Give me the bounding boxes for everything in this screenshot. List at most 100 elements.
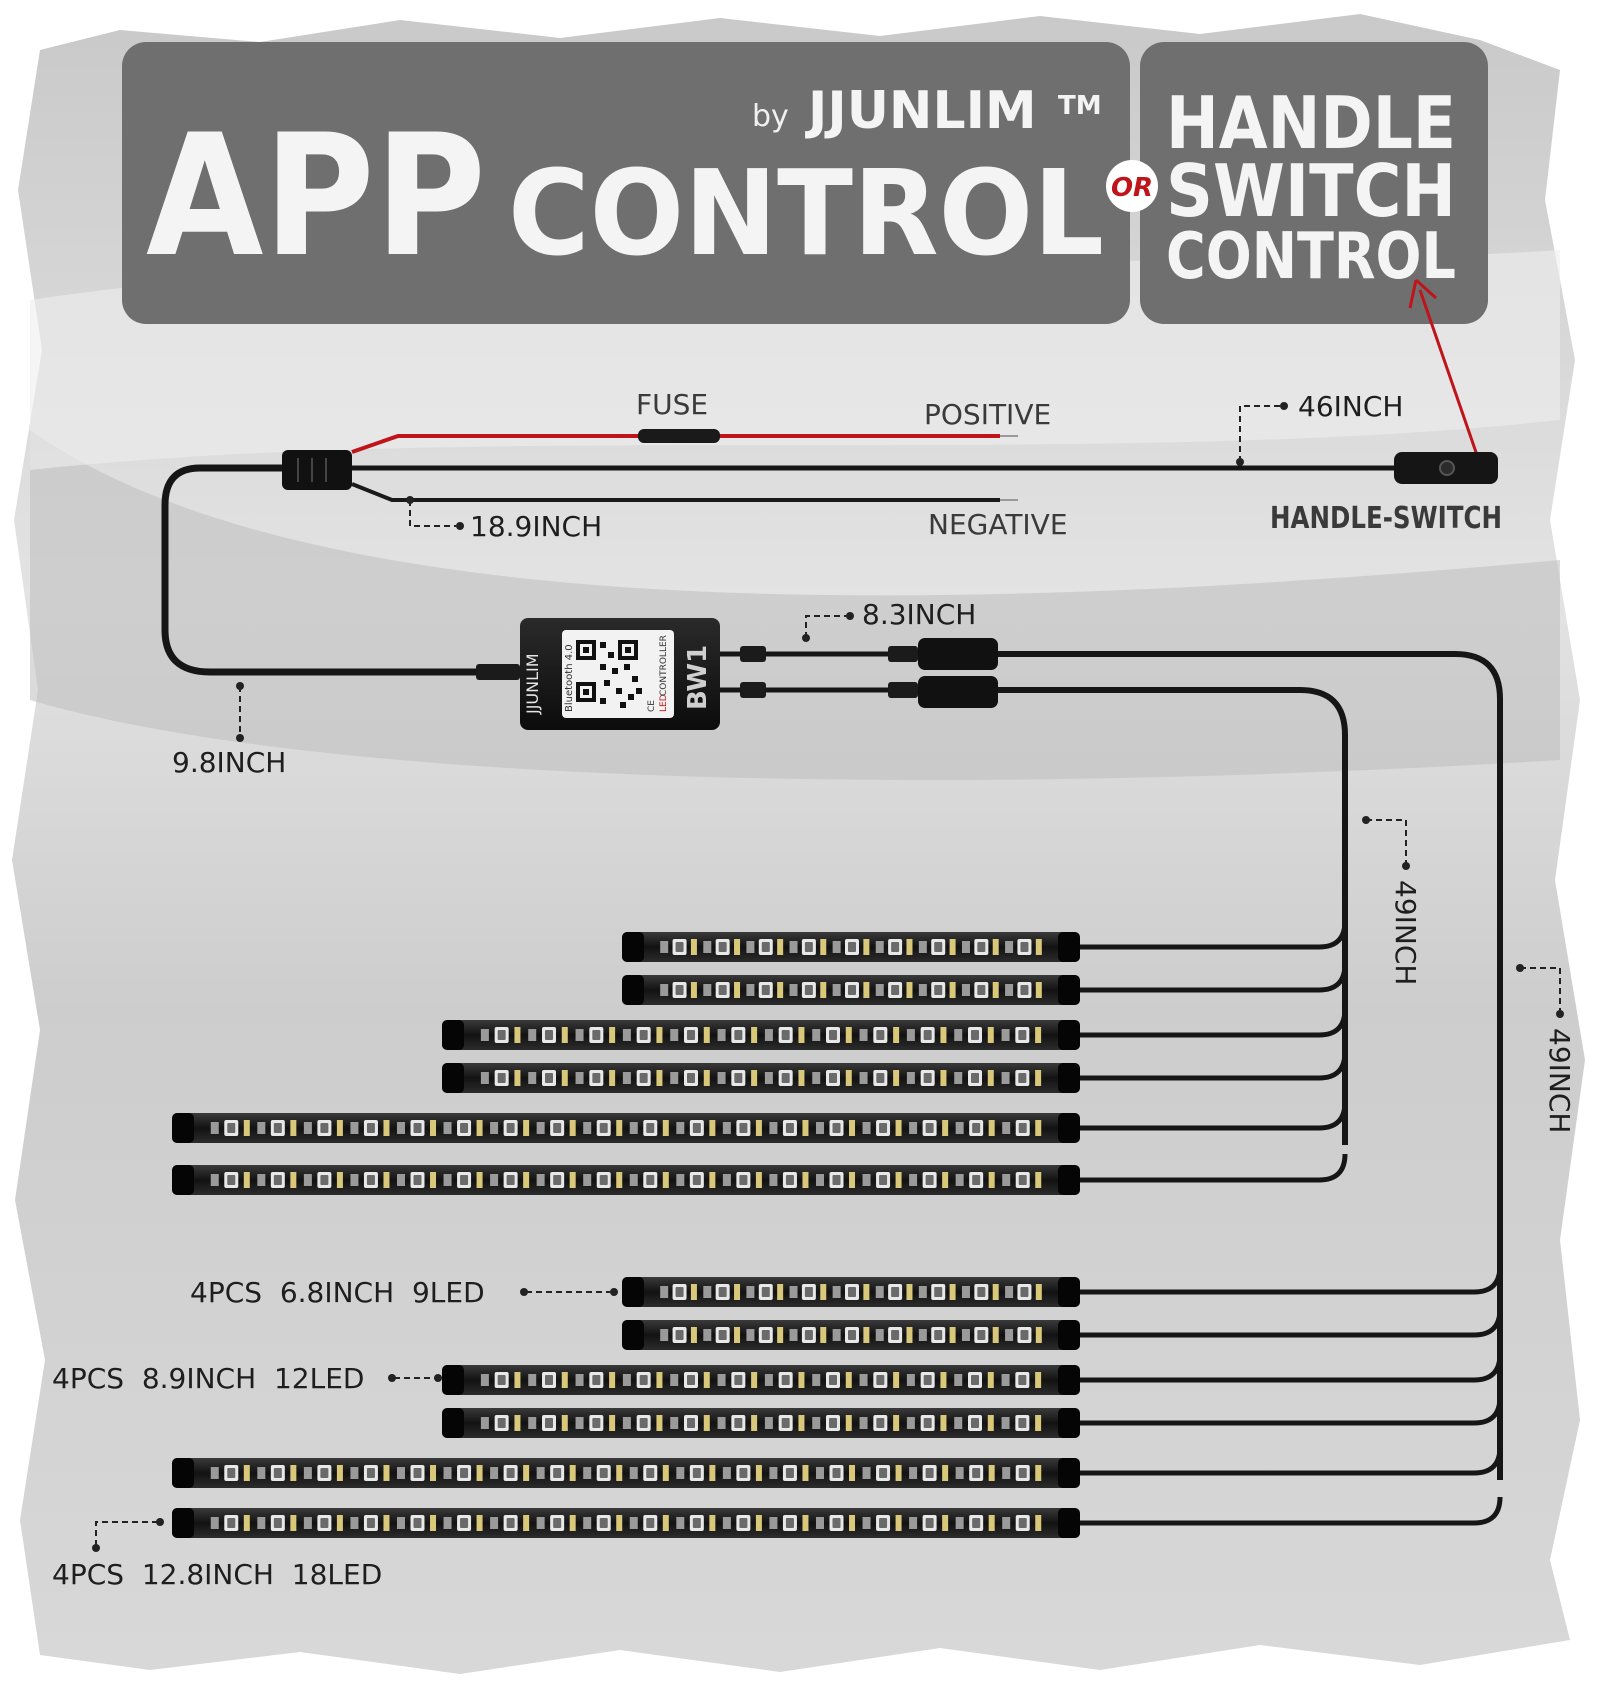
resistor [755, 1515, 762, 1531]
strip-label-8-9-dot [434, 1374, 442, 1382]
led-chip-core [734, 1030, 743, 1040]
controller-feed-cable [161, 464, 520, 676]
resistor [893, 1415, 900, 1431]
resistor [820, 1284, 827, 1300]
led-chip-core [413, 1518, 422, 1528]
led-chip-core [639, 1418, 648, 1428]
chip-pad [676, 1174, 685, 1186]
resistor [514, 1027, 521, 1043]
resistor [751, 1027, 758, 1043]
resistor [849, 1465, 856, 1481]
resistor [820, 939, 827, 955]
chip-pad [832, 984, 841, 996]
chip-pad [859, 1072, 868, 1084]
led-chip-core [646, 1123, 655, 1133]
led-chip-core [497, 1073, 506, 1083]
led-chip-core [687, 1073, 695, 1083]
chip-pad [670, 1374, 679, 1386]
chip-pad [906, 1417, 915, 1429]
resistor [988, 1120, 995, 1136]
led-chip-core [553, 1518, 562, 1528]
led-chip-core [971, 1418, 979, 1428]
resistor [662, 1120, 669, 1136]
resistor [942, 1465, 949, 1481]
chip-pad [859, 1417, 868, 1429]
resistor [430, 1465, 437, 1481]
led-chip-core [675, 985, 684, 995]
resistor [777, 939, 784, 955]
resistor [845, 1415, 852, 1431]
led-chip-core [848, 942, 856, 952]
chip-pad [622, 1374, 631, 1386]
led-chip-core [876, 1073, 885, 1083]
led-chip-core [692, 1518, 701, 1528]
chip-pad [789, 984, 798, 996]
right-title-line1: HANDLE [1166, 81, 1456, 165]
chip-pad [918, 984, 927, 996]
resistor [755, 1120, 762, 1136]
chip-pad [622, 1417, 631, 1429]
led-chip-core [1018, 1375, 1027, 1385]
strip-label-6-8-dot [610, 1288, 618, 1296]
chip-pad [906, 1072, 915, 1084]
resistor [690, 982, 697, 998]
fuse-holder [638, 429, 720, 443]
strip-end-cap [622, 1277, 644, 1307]
chip-pad [528, 1029, 537, 1041]
chip-pad [815, 1174, 824, 1186]
chip-pad [862, 1174, 871, 1186]
led-chip-core [497, 1030, 506, 1040]
resistor [476, 1465, 483, 1481]
resistor [895, 1515, 902, 1531]
led-chip-core [545, 1418, 553, 1428]
resistor [662, 1465, 669, 1481]
len-46-dot [1236, 458, 1244, 466]
led-chip-core [925, 1175, 934, 1185]
resistor [751, 1372, 758, 1388]
chip-pad [954, 1374, 963, 1386]
chip-pad [722, 1174, 731, 1186]
led-chip-core [592, 1030, 601, 1040]
chip-pad [480, 1029, 489, 1041]
chip-pad [875, 941, 884, 953]
resistor [949, 1327, 956, 1343]
positive-wire [351, 434, 1000, 454]
led-chip-core [273, 1518, 282, 1528]
len-49-b-leader [1520, 967, 1561, 1014]
resistor [734, 939, 741, 955]
strip-label-8-9-dot [388, 1374, 396, 1382]
resistor [709, 1465, 716, 1481]
chip-pad [629, 1174, 638, 1186]
chip-pad [350, 1517, 359, 1529]
chip-pad [536, 1122, 545, 1134]
power-connector [282, 450, 352, 490]
resistor [1035, 1415, 1042, 1431]
chip-pad [1001, 1029, 1010, 1041]
len-18-9-label: 18.9INCH [470, 510, 602, 543]
led-chip-core [506, 1518, 515, 1528]
resistor [1035, 1284, 1042, 1300]
chip-pad [1005, 941, 1014, 953]
resistor [1035, 1327, 1042, 1343]
led-chip-core [227, 1468, 236, 1478]
chip-pad [955, 1174, 964, 1186]
led-chip-core [646, 1518, 655, 1528]
controller-led: LED [659, 694, 669, 712]
led-chip-core [506, 1123, 515, 1133]
chip-pad [862, 1467, 871, 1479]
chip-pad [717, 1072, 726, 1084]
chip-pad [303, 1517, 312, 1529]
chip-pad [490, 1467, 499, 1479]
led-chip-core [320, 1123, 329, 1133]
resistor [895, 1172, 902, 1188]
chip-pad [954, 1417, 963, 1429]
led-chip-core [675, 1287, 684, 1297]
chip-pad [1001, 1417, 1010, 1429]
led-chip-core [923, 1030, 932, 1040]
led-chip-core [497, 1375, 506, 1385]
controller-input-plug [476, 664, 520, 680]
positive-label: POSITIVE [924, 398, 1051, 431]
resistor [734, 982, 741, 998]
chip-pad [717, 1417, 726, 1429]
chip-pad [703, 941, 712, 953]
